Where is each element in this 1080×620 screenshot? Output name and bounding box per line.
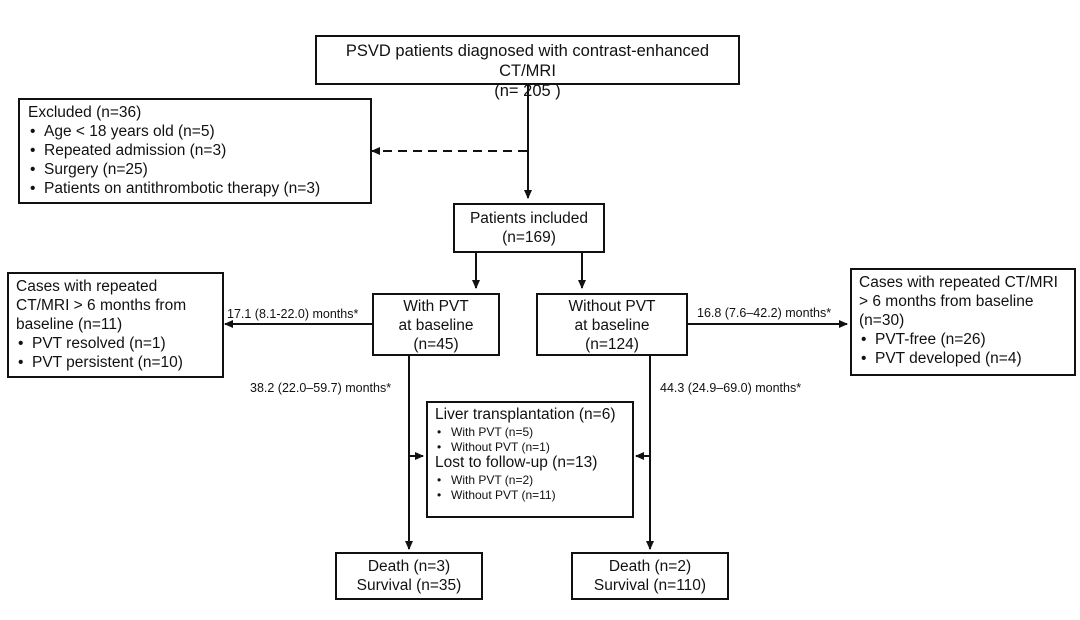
top-box: PSVD patients diagnosed with contrast-en… [315, 35, 740, 100]
death-left-line1: Death (n=3) [367, 558, 451, 575]
lt-title: Liver transplantation (n=6) [435, 406, 616, 423]
included-line2: (n=169) [502, 228, 556, 246]
right-repeat-item: PVT developed (n=4) [859, 350, 1067, 369]
lost-item: With PVT (n=2) [435, 473, 625, 488]
right-repeat-line3: (n=30) [859, 311, 905, 329]
top-line1: PSVD patients diagnosed with contrast-en… [345, 42, 710, 81]
lost-item: Without PVT (n=11) [435, 488, 625, 503]
death-right-line2: Survival (n=110) [593, 576, 707, 594]
top-line2: (n= 205 ) [494, 82, 561, 101]
left-followup-label: 38.2 (22.0–59.7) months* [250, 381, 392, 395]
with-pvt-line3: (n=45) [413, 335, 459, 353]
left-repeat-line3: baseline (n=11) [16, 315, 123, 333]
lost-list: With PVT (n=2) Without PVT (n=11) [435, 473, 625, 502]
right-followup-label: 44.3 (24.9–69.0) months* [660, 381, 802, 395]
excluded-title: Excluded (n=36) [28, 104, 142, 121]
excluded-item: Repeated admission (n=3) [28, 142, 362, 161]
with-pvt-line1: With PVT [403, 298, 469, 315]
right-repeat-box: Cases with repeated CT/MRI > 6 months fr… [850, 268, 1076, 376]
without-pvt-box: Without PVT at baseline (n=124) [536, 293, 688, 356]
lt-item: Without PVT (n=1) [435, 440, 625, 455]
left-repeat-line2: CT/MRI > 6 months from [16, 296, 187, 314]
left-interval-label: 17.1 (8.1-22.0) months* [227, 307, 359, 321]
right-repeat-list: PVT-free (n=26) PVT developed (n=4) [859, 331, 1067, 369]
lt-item: With PVT (n=5) [435, 425, 625, 440]
without-pvt-line2: at baseline [574, 316, 650, 334]
excluded-item: Patients on antithrombotic therapy (n=3) [28, 180, 362, 199]
included-box: Patients included (n=169) [453, 203, 605, 253]
with-pvt-line2: at baseline [398, 316, 474, 334]
left-repeat-list: PVT resolved (n=1) PVT persistent (n=10) [16, 335, 215, 373]
left-repeat-line1: Cases with repeated [16, 278, 158, 295]
excluded-list: Age < 18 years old (n=5) Repeated admiss… [28, 123, 362, 199]
death-right-box: Death (n=2) Survival (n=110) [571, 552, 729, 600]
without-pvt-line3: (n=124) [585, 335, 639, 353]
death-right-line1: Death (n=2) [608, 558, 692, 575]
left-repeat-item: PVT persistent (n=10) [16, 354, 215, 373]
left-repeat-item: PVT resolved (n=1) [16, 335, 215, 354]
left-repeat-box: Cases with repeated CT/MRI > 6 months fr… [7, 272, 224, 378]
right-repeat-item: PVT-free (n=26) [859, 331, 1067, 350]
included-line1: Patients included [469, 210, 589, 227]
lost-title: Lost to follow-up (n=13) [435, 454, 598, 472]
death-left-line2: Survival (n=35) [356, 576, 462, 594]
excluded-box: Excluded (n=36) Age < 18 years old (n=5)… [18, 98, 372, 204]
without-pvt-line1: Without PVT [568, 298, 656, 315]
lt-list: With PVT (n=5) Without PVT (n=1) [435, 425, 625, 454]
right-interval-label: 16.8 (7.6–42.2) months* [697, 306, 832, 320]
middle-box: Liver transplantation (n=6) With PVT (n=… [426, 401, 634, 518]
right-repeat-line1: Cases with repeated CT/MRI [859, 274, 1058, 291]
excluded-item: Age < 18 years old (n=5) [28, 123, 362, 142]
with-pvt-box: With PVT at baseline (n=45) [372, 293, 500, 356]
excluded-item: Surgery (n=25) [28, 161, 362, 180]
death-left-box: Death (n=3) Survival (n=35) [335, 552, 483, 600]
right-repeat-line2: > 6 months from baseline [859, 292, 1034, 310]
